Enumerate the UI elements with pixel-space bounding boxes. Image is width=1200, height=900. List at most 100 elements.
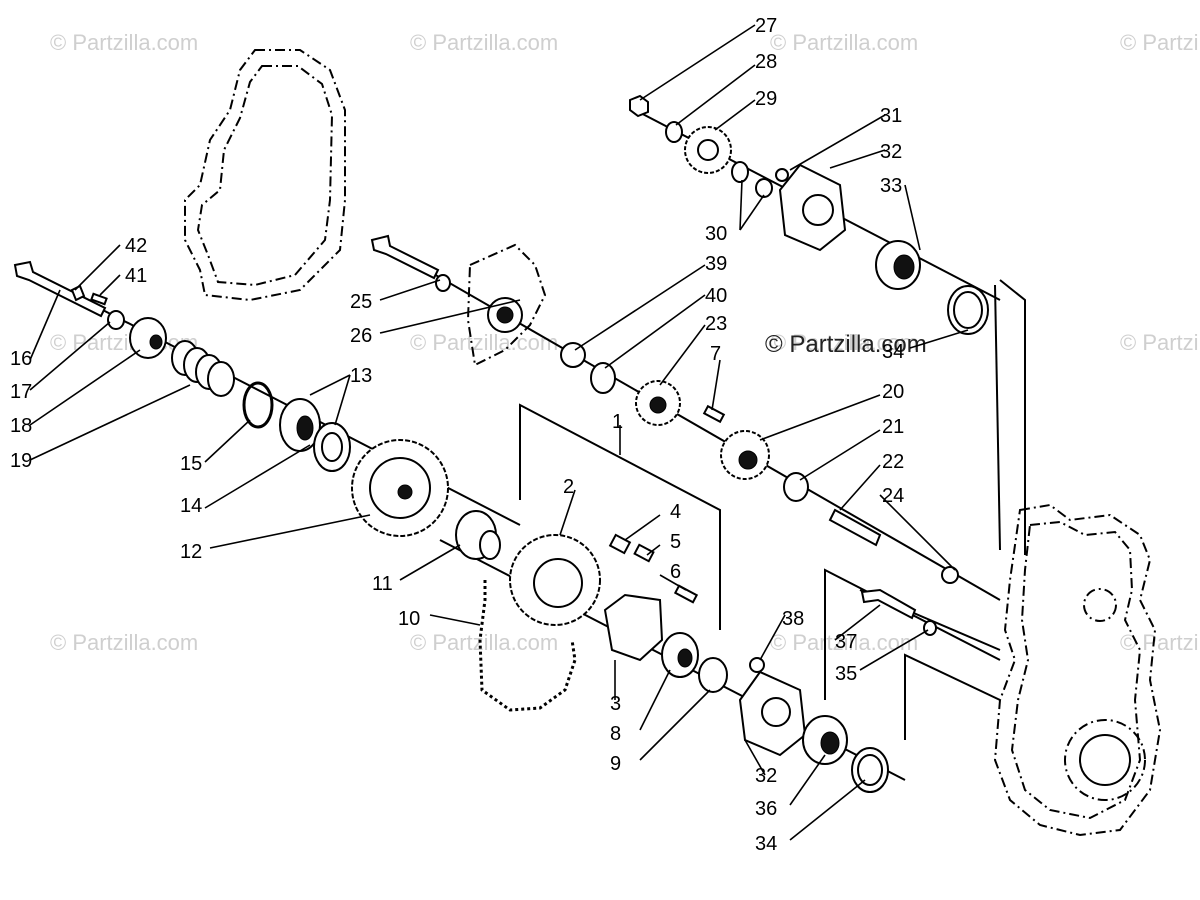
callout-13: 13 bbox=[350, 365, 372, 387]
bearing-33 bbox=[875, 240, 921, 290]
group-bracket bbox=[519, 403, 721, 630]
housing-port bbox=[1083, 588, 1117, 622]
watermark: © Partzilla.com bbox=[1120, 630, 1200, 655]
callout-8: 8 bbox=[610, 723, 621, 745]
housing-bracket-bottom bbox=[904, 653, 1001, 740]
center-watermark: © Partzilla.com bbox=[765, 331, 927, 358]
callout-5: 5 bbox=[670, 531, 681, 553]
setscrew-5 bbox=[633, 543, 655, 563]
sprocket-23 bbox=[635, 380, 681, 426]
callout-7: 7 bbox=[710, 343, 721, 365]
housing-bearing-bore bbox=[1064, 719, 1146, 801]
washer-30b bbox=[755, 178, 773, 198]
washer-39 bbox=[560, 342, 586, 368]
watermark: © Partzilla.com bbox=[410, 30, 558, 55]
chaincase-housing-outline bbox=[993, 503, 1162, 837]
callout-34-lower: 34 bbox=[755, 833, 777, 855]
sprocket-29 bbox=[684, 126, 732, 174]
snap-ring-15 bbox=[242, 381, 274, 429]
callout-34-upper: 34 bbox=[882, 341, 904, 363]
washer-35 bbox=[923, 620, 937, 636]
sprocket-2 bbox=[509, 534, 601, 626]
key-41 bbox=[90, 292, 108, 306]
callout-38: 38 bbox=[782, 608, 804, 630]
callout-19: 19 bbox=[10, 450, 32, 472]
nut-31 bbox=[775, 168, 789, 182]
chaincase-housing-inner bbox=[1010, 520, 1142, 820]
washer-17 bbox=[107, 310, 125, 330]
callout-15: 15 bbox=[180, 453, 202, 475]
callout-39: 39 bbox=[705, 253, 727, 275]
chaincase-cover-inner bbox=[196, 65, 334, 287]
callout-2: 2 bbox=[563, 476, 574, 498]
callout-20: 20 bbox=[882, 381, 904, 403]
callout-25: 25 bbox=[350, 291, 372, 313]
race-13 bbox=[313, 422, 351, 472]
housing-bracket-upper bbox=[999, 279, 1026, 555]
callout-11: 11 bbox=[372, 573, 393, 595]
race-13-inner bbox=[321, 432, 343, 462]
bearing-8 bbox=[661, 632, 699, 678]
callout-31: 31 bbox=[880, 105, 902, 127]
seal-34-lower-inner bbox=[857, 754, 883, 786]
watermark: © Partzilla.com bbox=[1120, 330, 1200, 355]
washer-24 bbox=[941, 566, 959, 584]
callout-29: 29 bbox=[755, 88, 777, 110]
callout-30: 30 bbox=[705, 223, 727, 245]
chaincase-cover-outline bbox=[184, 49, 346, 302]
callout-41: 41 bbox=[125, 265, 147, 287]
spacer-21 bbox=[783, 472, 809, 502]
callout-4: 4 bbox=[670, 501, 681, 523]
sprocket-20 bbox=[720, 430, 770, 480]
watermark-layer: © Partzilla.com © Partzilla.com © Partzi… bbox=[50, 30, 1200, 655]
callout-28: 28 bbox=[755, 51, 777, 73]
callout-6: 6 bbox=[670, 561, 681, 583]
bolt-4 bbox=[608, 533, 632, 555]
washer-30a bbox=[731, 161, 749, 183]
housing-bracket-lower bbox=[824, 568, 1001, 700]
bolt-6 bbox=[673, 584, 699, 604]
callout-17: 17 bbox=[10, 381, 32, 403]
callout-1: 1 bbox=[612, 411, 623, 433]
callout-36: 36 bbox=[755, 798, 777, 820]
callout-21: 21 bbox=[882, 416, 904, 438]
nut-27 bbox=[629, 94, 649, 118]
callout-33: 33 bbox=[880, 175, 902, 197]
callout-14: 14 bbox=[180, 495, 202, 517]
bearing-36 bbox=[802, 715, 848, 765]
watermark: © Partzilla.com bbox=[50, 630, 198, 655]
housing-bearing-seat bbox=[1079, 734, 1131, 786]
callout-16: 16 bbox=[10, 348, 32, 370]
tensioner-3 bbox=[603, 593, 664, 662]
callout-23: 23 bbox=[705, 313, 727, 335]
sleeve-22 bbox=[828, 508, 882, 547]
collar-18 bbox=[129, 317, 167, 359]
bolt-16 bbox=[13, 260, 107, 318]
watermark: © Partzilla.com bbox=[1120, 30, 1200, 55]
spring-19 bbox=[171, 340, 235, 397]
washer-28 bbox=[665, 121, 683, 143]
flange-bore-upper bbox=[802, 194, 834, 226]
washer-9 bbox=[698, 657, 728, 693]
callout-35: 35 bbox=[835, 663, 857, 685]
callout-24: 24 bbox=[882, 485, 904, 507]
spacer-40 bbox=[590, 362, 616, 394]
callout-32-lower: 32 bbox=[755, 765, 777, 787]
seal-34-upper-inner bbox=[953, 291, 983, 329]
watermark: © Partzilla.com bbox=[410, 330, 558, 355]
pin-7 bbox=[702, 404, 726, 424]
callout-10: 10 bbox=[398, 608, 420, 630]
bolt-25 bbox=[370, 234, 440, 280]
chain-10 bbox=[478, 580, 577, 712]
callout-42: 42 bbox=[125, 235, 147, 257]
flange-bore-lower bbox=[761, 697, 791, 727]
washer-26 bbox=[435, 274, 451, 292]
watermark: © Partzilla.com bbox=[410, 630, 558, 655]
adjuster-37 bbox=[860, 588, 917, 620]
callout-27: 27 bbox=[755, 15, 777, 37]
watermark: © Partzilla.com bbox=[50, 30, 198, 55]
callout-labels: 1 2 3 4 5 6 7 8 9 10 11 12 13 14 15 16 1… bbox=[10, 15, 904, 855]
callout-26: 26 bbox=[350, 325, 372, 347]
callout-12: 12 bbox=[180, 541, 202, 563]
